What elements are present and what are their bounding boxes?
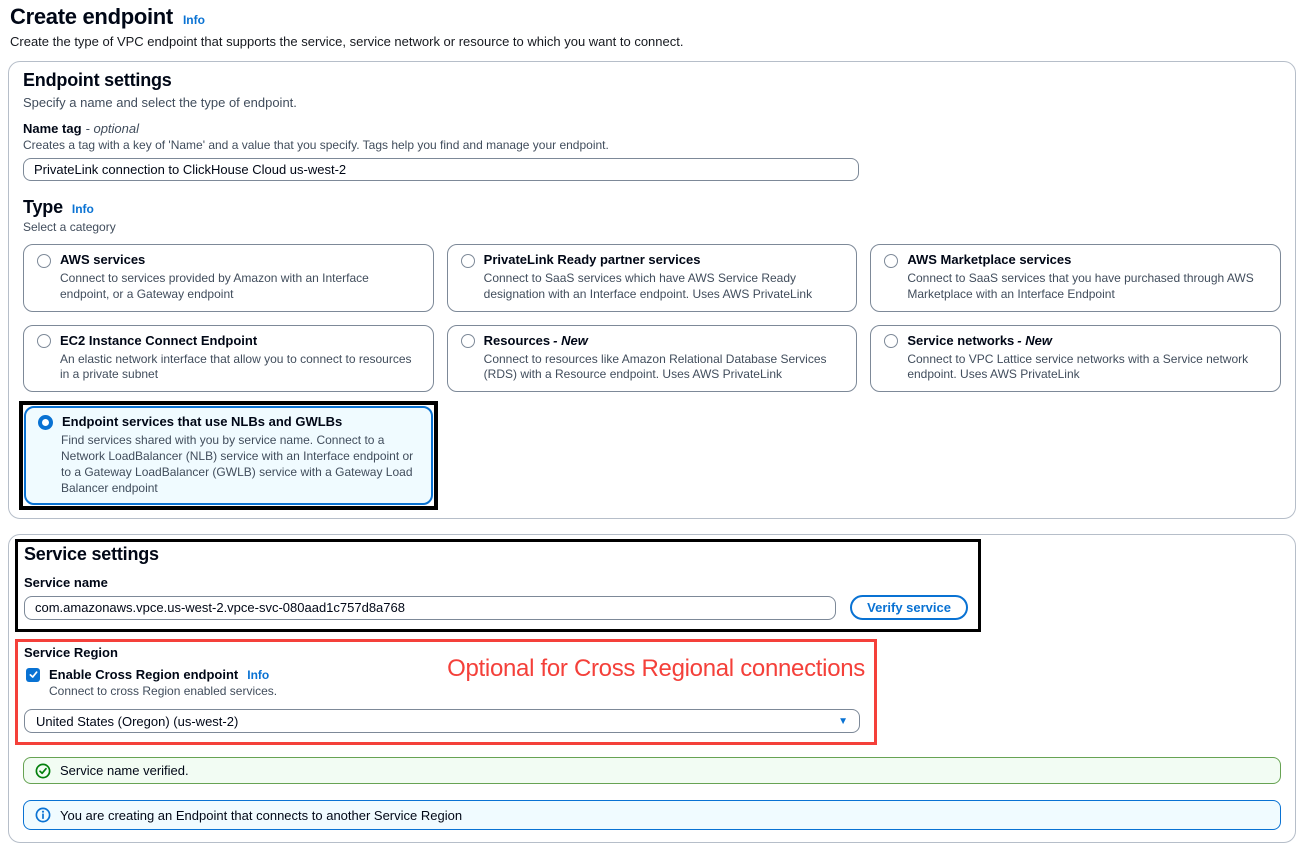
check-icon: [28, 671, 38, 678]
cross-region-banner-text: You are creating an Endpoint that connec…: [60, 807, 463, 823]
type-option-title: PrivateLink Ready partner services: [483, 252, 701, 268]
cross-region-checkbox-label: Enable Cross Region endpoint: [49, 667, 239, 683]
type-option-description: An elastic network interface that allow …: [60, 351, 412, 382]
cross-region-checkbox[interactable]: [26, 667, 40, 682]
type-option-title: Service networks- New: [907, 332, 1052, 348]
success-check-icon: [35, 763, 51, 779]
service-region-selected-value: United States (Oregon) (us-west-2): [36, 713, 239, 729]
type-option-title: EC2 Instance Connect Endpoint: [60, 332, 258, 348]
page-description: Create the type of VPC endpoint that sup…: [10, 34, 684, 49]
type-option-description: Connect to VPC Lattice service networks …: [907, 351, 1249, 382]
type-option-description: Connect to SaaS services which have AWS …: [483, 271, 813, 301]
new-badge: - New: [1017, 332, 1052, 348]
cross-region-description: Connect to cross Region enabled services…: [49, 684, 278, 699]
annotation-red-text: Optional for Cross Regional connections: [447, 655, 865, 683]
type-option-service-networks[interactable]: Service networks- New Connect to VPC Lat…: [870, 324, 1281, 393]
service-verified-text: Service name verified.: [60, 763, 189, 779]
annotation-black-box-service-settings: Service settings Service name Verify ser…: [15, 539, 981, 633]
radio-icon[interactable]: [884, 334, 899, 349]
type-option-marketplace[interactable]: AWS Marketplace services Connect to SaaS…: [870, 244, 1281, 312]
new-badge: - New: [553, 332, 588, 348]
type-option-title: AWS Marketplace services: [907, 252, 1072, 268]
type-info-link[interactable]: Info: [71, 201, 94, 216]
page-header: Create endpoint Info: [10, 4, 1296, 30]
page-title: Create endpoint: [10, 4, 173, 29]
annotation-black-box-selected-type: Endpoint services that use NLBs and GWLB…: [19, 401, 438, 511]
type-option-privatelink-partner[interactable]: PrivateLink Ready partner services Conne…: [446, 244, 858, 312]
endpoint-settings-heading: Endpoint settings: [23, 70, 172, 90]
name-tag-description: Creates a tag with a key of 'Name' and a…: [23, 137, 609, 152]
service-name-input[interactable]: [24, 595, 837, 620]
cross-region-info-link[interactable]: Info: [247, 667, 270, 682]
radio-icon[interactable]: [884, 253, 899, 268]
radio-icon[interactable]: [37, 253, 51, 268]
name-tag-optional: - optional: [85, 120, 140, 136]
service-region-label: Service Region: [24, 645, 118, 661]
name-tag-label: Name tag- optional: [23, 120, 140, 136]
type-option-title: Resources- New: [483, 332, 588, 348]
type-options-grid: AWS services Connect to services provide…: [19, 244, 1281, 511]
radio-icon[interactable]: [37, 334, 51, 349]
radio-icon[interactable]: [460, 253, 475, 268]
annotation-red-box-service-region: Service Region Enable Cross Region endpo…: [15, 639, 877, 746]
name-tag-input[interactable]: [23, 157, 859, 181]
type-option-title: AWS services: [60, 252, 146, 268]
endpoint-settings-panel: Endpoint settings Specify a name and sel…: [8, 61, 1296, 520]
service-verified-banner: Service name verified.: [23, 757, 1281, 785]
title-info-link[interactable]: Info: [182, 13, 205, 27]
type-heading-row: Type Info: [23, 197, 1281, 219]
type-option-resources[interactable]: Resources- New Connect to resources like…: [446, 324, 858, 393]
type-option-aws-services[interactable]: AWS services Connect to services provide…: [23, 244, 434, 312]
dropdown-arrow-icon: ▼: [838, 715, 848, 727]
type-option-description: Connect to services provided by Amazon w…: [60, 271, 369, 301]
service-name-label: Service name: [24, 575, 108, 591]
type-option-endpoint-services-nlb-gwlb[interactable]: Endpoint services that use NLBs and GWLB…: [24, 406, 433, 506]
info-circle-icon: [35, 807, 51, 823]
radio-icon[interactable]: [460, 334, 475, 349]
type-option-description: Connect to resources like Amazon Relatio…: [483, 351, 827, 382]
type-option-description: Connect to SaaS services that you have p…: [907, 271, 1254, 301]
type-subheading: Select a category: [23, 220, 116, 235]
type-option-title: Endpoint services that use NLBs and GWLB…: [62, 414, 343, 430]
type-heading: Type: [23, 196, 63, 217]
endpoint-settings-subheading: Specify a name and select the type of en…: [23, 94, 297, 110]
service-settings-heading: Service settings: [24, 544, 159, 565]
type-option-ec2-instance-connect[interactable]: EC2 Instance Connect Endpoint An elastic…: [23, 324, 434, 393]
cross-region-info-banner: You are creating an Endpoint that connec…: [23, 800, 1281, 831]
service-region-select[interactable]: United States (Oregon) (us-west-2) ▼: [24, 709, 860, 734]
radio-selected-icon[interactable]: [38, 415, 53, 431]
type-option-description: Find services shared with you by service…: [61, 433, 414, 495]
service-settings-panel: Service settings Service name Verify ser…: [8, 534, 1296, 843]
verify-service-button[interactable]: Verify service: [850, 595, 968, 621]
